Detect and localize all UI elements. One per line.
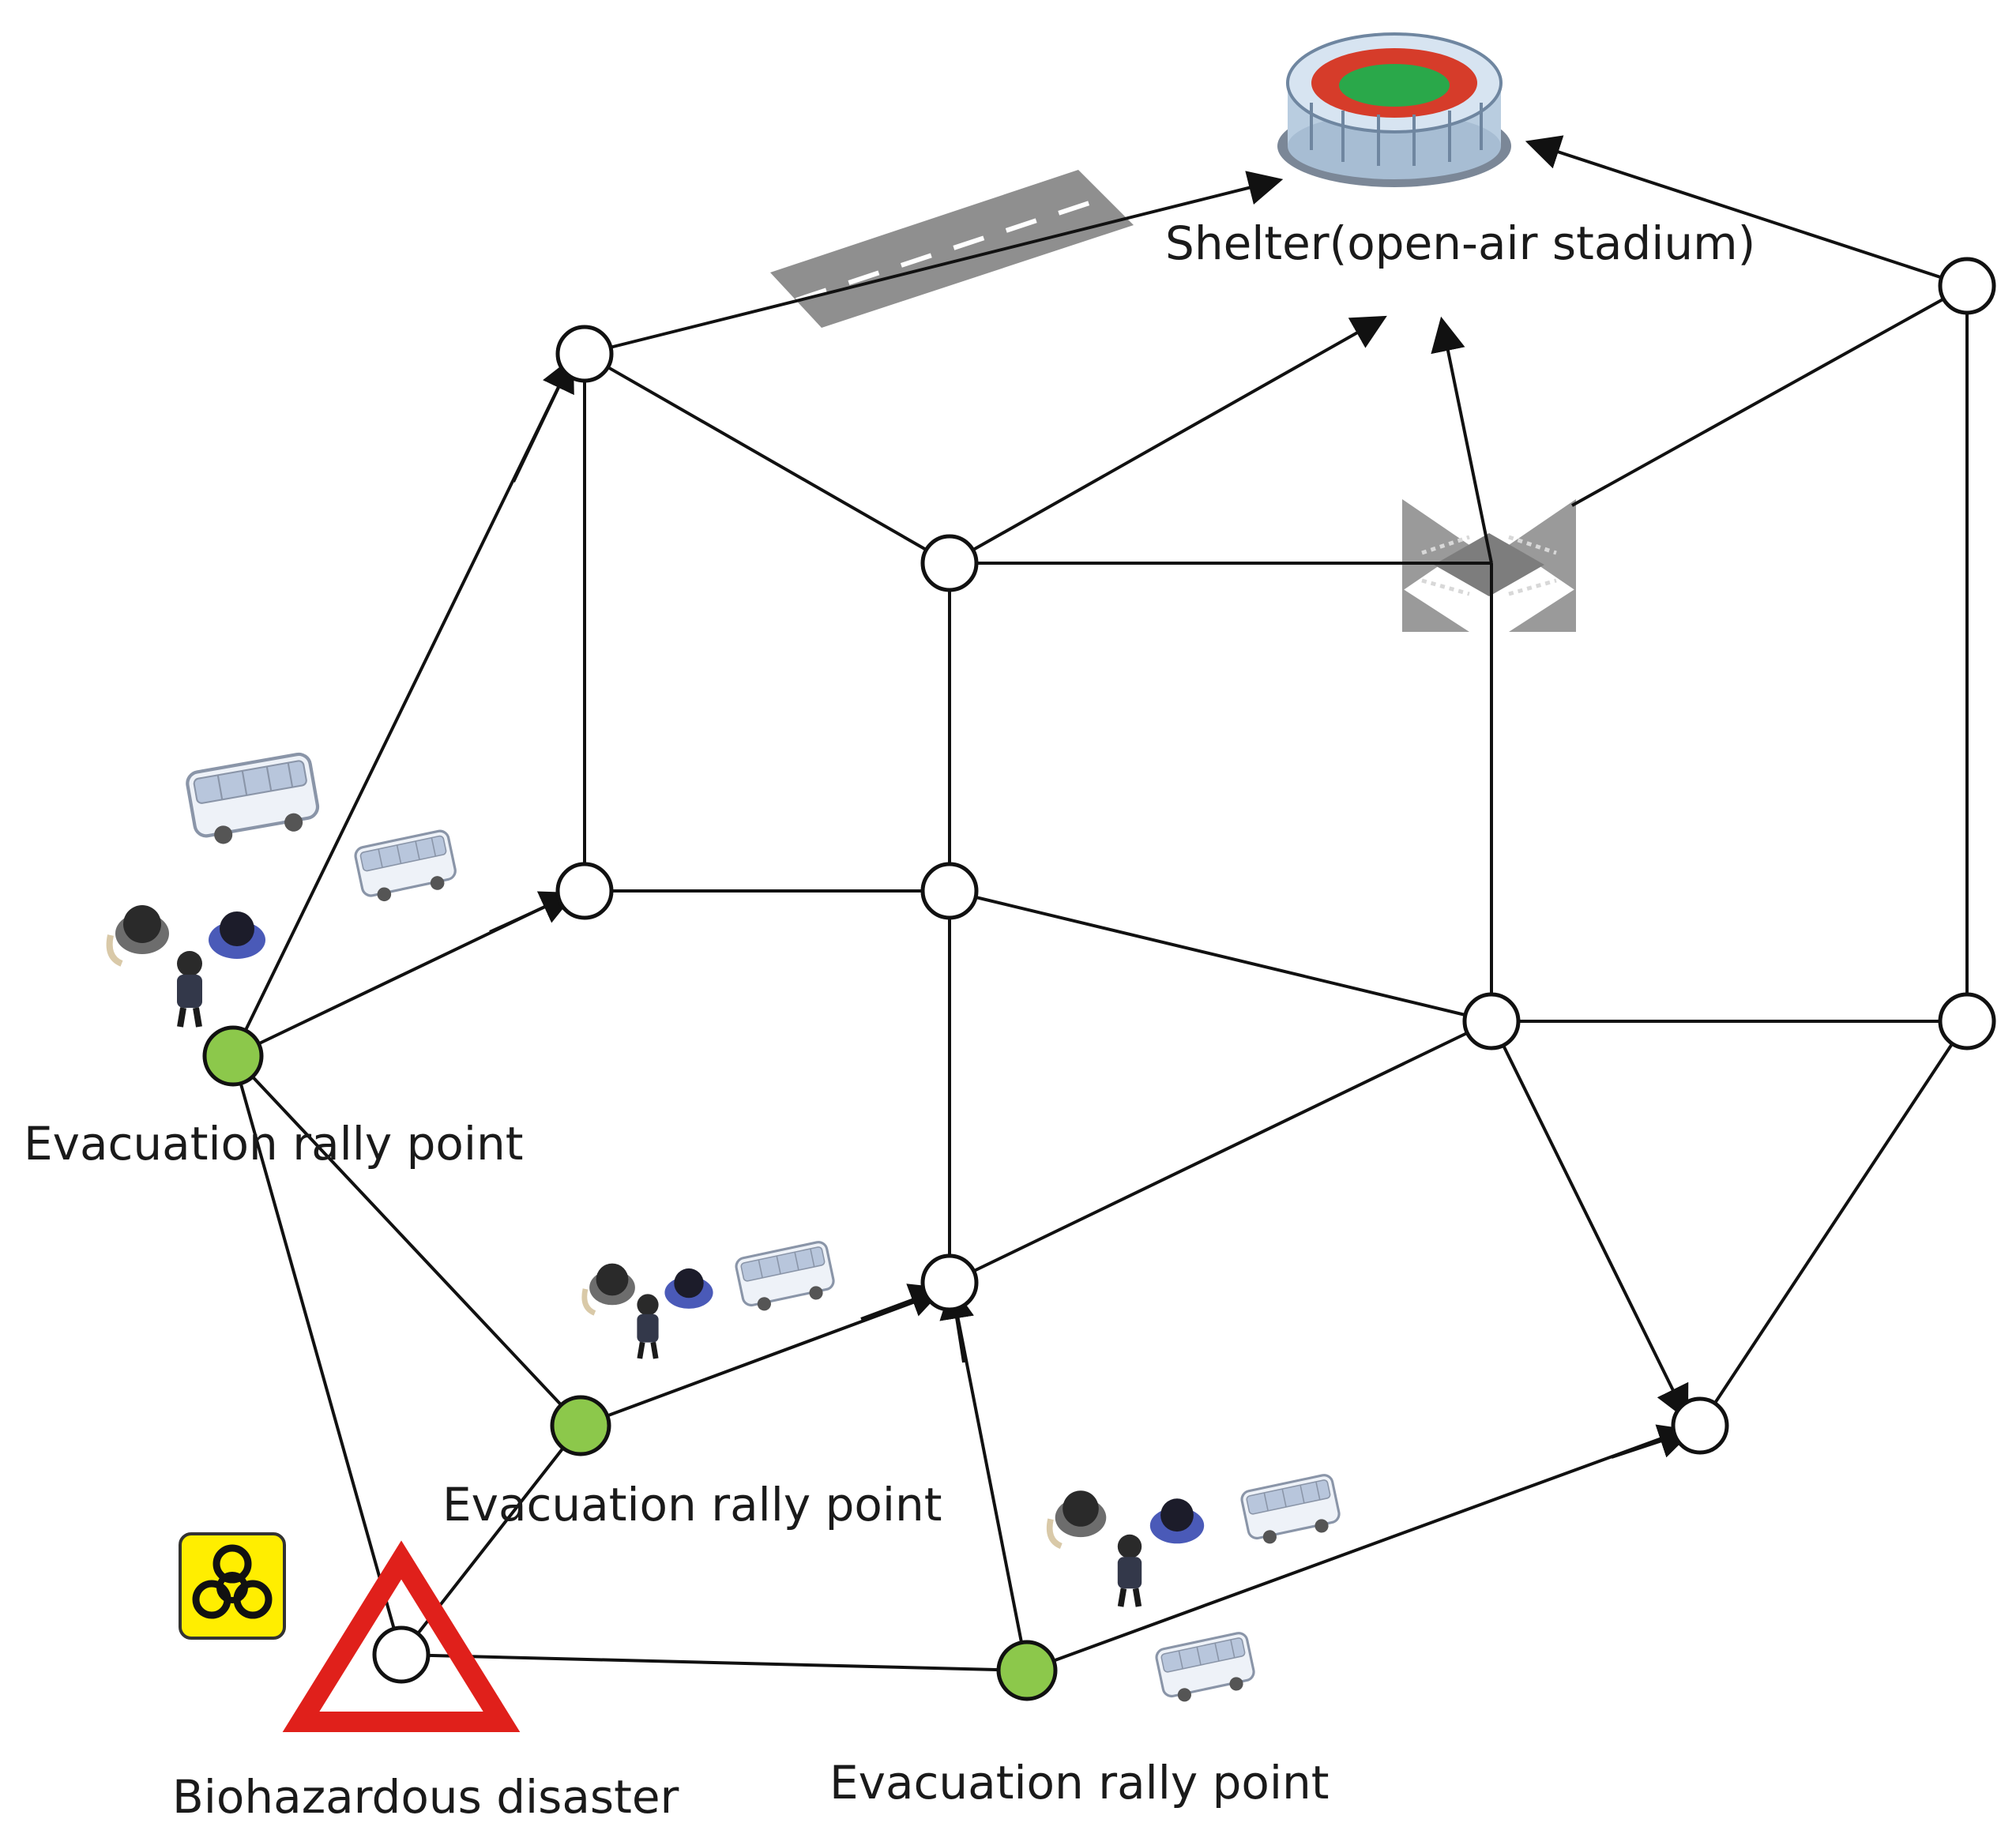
edge <box>1431 316 1493 564</box>
node <box>555 862 614 920</box>
rally-point-node <box>550 1395 611 1456</box>
network-nodes <box>555 257 1996 1455</box>
edge <box>949 1020 1492 1284</box>
node <box>555 325 614 383</box>
bus-icon <box>352 828 461 907</box>
rally-point-label: Evacuation rally point <box>24 1117 524 1171</box>
edge <box>231 1055 403 1655</box>
stadium-icon <box>1277 32 1511 187</box>
evacuee-icon <box>1050 1490 1205 1607</box>
rally-point-node <box>202 1025 264 1087</box>
node <box>1671 1396 1729 1455</box>
edge <box>949 889 1492 1023</box>
edge <box>584 352 950 565</box>
edge <box>580 1294 933 1427</box>
node <box>1462 992 1521 1050</box>
warning-triangle-icon <box>282 1540 521 1732</box>
evacuee-icon <box>585 1264 713 1359</box>
edge <box>1490 1020 1689 1421</box>
edge <box>1026 1432 1676 1672</box>
node <box>1938 992 1996 1050</box>
edge <box>1525 135 1968 288</box>
disaster-node <box>372 1625 431 1684</box>
edge <box>584 171 1284 355</box>
node <box>920 534 979 592</box>
evacuee-icon <box>110 905 265 1027</box>
edge <box>401 1653 1028 1672</box>
bus-icon <box>1239 1472 1344 1549</box>
node <box>1938 257 1996 315</box>
shelter-label: Shelter(open-air stadium) <box>1165 216 1755 270</box>
edge <box>1571 284 1968 507</box>
node <box>920 862 979 920</box>
bus-icon <box>733 1239 838 1316</box>
rally-point-label: Evacuation rally point <box>442 1478 942 1531</box>
bus-icon <box>1153 1630 1258 1707</box>
edge <box>1698 1020 1969 1427</box>
rally-points <box>202 1025 1058 1701</box>
road-segment-icon <box>770 170 1134 328</box>
rally-point-label: Evacuation rally point <box>829 1756 1330 1810</box>
bus-icon <box>186 753 322 848</box>
network-edges <box>231 135 1969 1672</box>
node <box>920 1253 979 1312</box>
rally-point-node <box>996 1640 1058 1701</box>
edge <box>950 1287 1029 1671</box>
biohazard-icon <box>179 1532 286 1640</box>
edge <box>231 1054 582 1427</box>
intersection-icon <box>1402 499 1576 632</box>
edge <box>949 315 1387 565</box>
disaster-label: Biohazardous disaster <box>172 1770 679 1824</box>
